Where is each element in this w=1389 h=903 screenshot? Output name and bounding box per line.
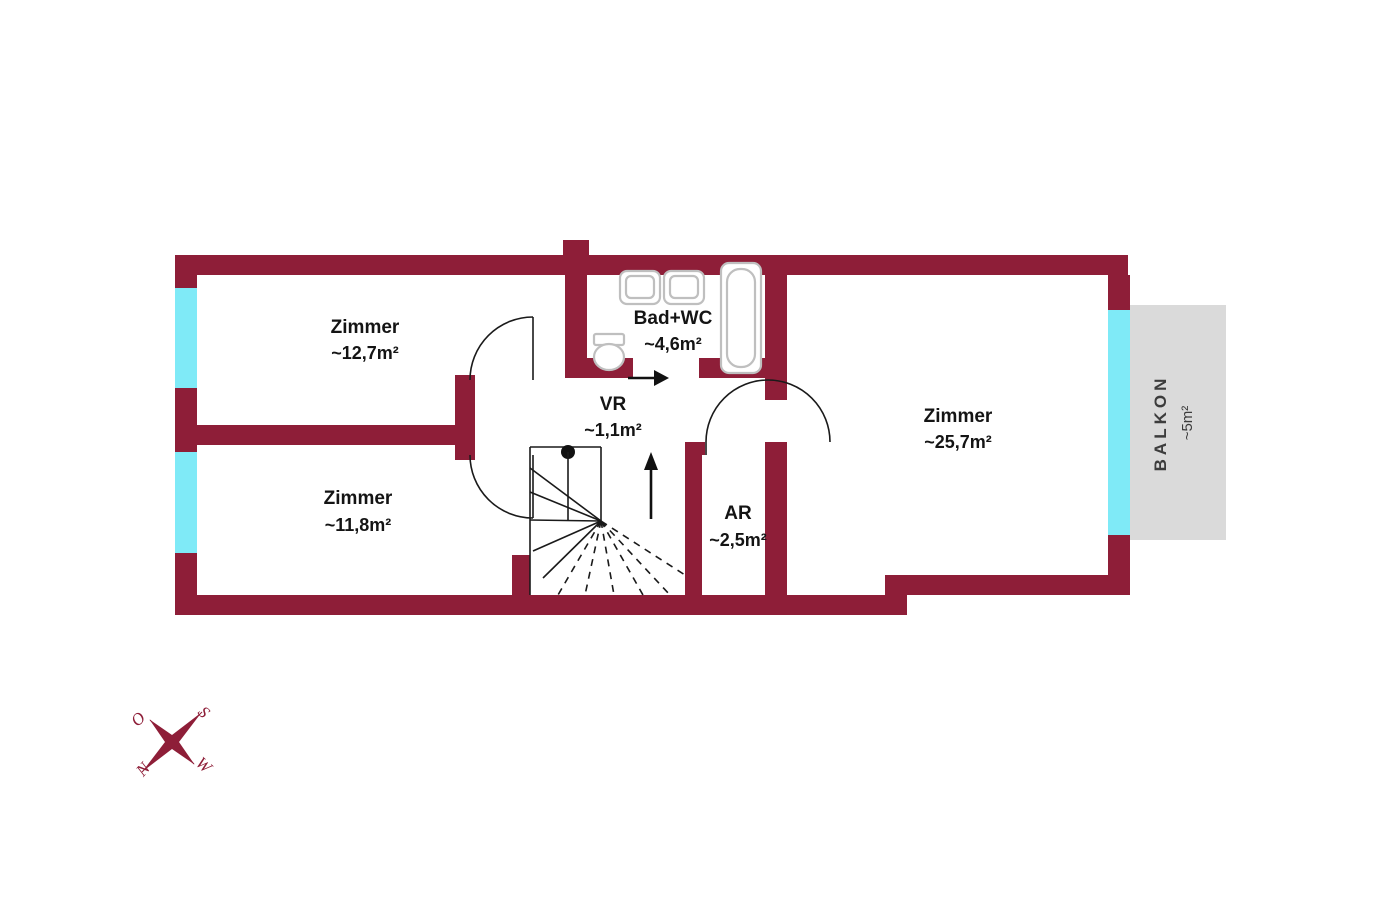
wall-ar-left (685, 455, 702, 595)
room-label-zimmer-1: Zimmer (331, 317, 400, 338)
room-label-vr: VR (600, 394, 627, 415)
room-labels: Zimmer ~12,7m² Zimmer ~11,8m² Bad+WC ~4,… (324, 308, 993, 550)
compass-s: S (194, 702, 214, 722)
wall-left-b (175, 388, 197, 452)
wall-divider-left-rooms (197, 425, 455, 445)
entrance-arrow (628, 370, 669, 386)
bathtub-icon (719, 261, 763, 375)
stair-up-arrow (644, 452, 658, 519)
balcony: BALKON ~5m² (1130, 305, 1226, 540)
compass-star (142, 712, 202, 772)
compass-rose: S O N W (127, 702, 217, 780)
wall-left-a (175, 275, 197, 288)
room-label-zimmer-3: Zimmer (924, 406, 993, 427)
toilet-icon (592, 332, 626, 372)
walls (175, 240, 1130, 615)
window-left-bottom (175, 452, 197, 553)
room-label-zimmer-2: Zimmer (324, 488, 393, 509)
room-area-zimmer-3: ~25,7m² (924, 432, 992, 452)
wall-bottom-right (885, 575, 1130, 595)
bath-fixtures (592, 261, 763, 375)
door-zimmer-118 (469, 454, 534, 519)
room-area-ar: ~2,5m² (709, 530, 767, 550)
wall-bottom-left (175, 595, 907, 615)
room-area-zimmer-2: ~11,8m² (325, 515, 392, 535)
windows (175, 288, 1130, 553)
wall-door-stub (455, 375, 475, 460)
stairs (529, 445, 686, 596)
compass-o: O (127, 708, 149, 730)
wall-stair-stub (512, 555, 530, 595)
wall-bottom-step (885, 575, 907, 615)
room-label-ar: AR (724, 503, 752, 524)
door-zimmer-127 (469, 316, 534, 381)
room-area-zimmer-1: ~12,7m² (331, 343, 399, 363)
wall-top-notch (563, 240, 589, 256)
room-label-bad-wc: Bad+WC (634, 308, 713, 329)
room-area-bad-wc: ~4,6m² (644, 334, 702, 354)
balcony-label: BALKON (1151, 375, 1170, 472)
door-zimmer-257 (705, 379, 831, 455)
wall-bad-right (765, 275, 787, 400)
compass-w: W (192, 753, 217, 778)
window-right-balcony (1108, 310, 1130, 535)
window-left-top (175, 288, 197, 388)
wall-ar-right (765, 442, 787, 595)
balcony-area-label: ~5m² (1179, 406, 1196, 441)
room-area-vr: ~1,1m² (584, 420, 642, 440)
doors (469, 316, 831, 519)
wall-top (175, 255, 1128, 275)
balcony-slab (1130, 305, 1226, 540)
sink-icon (662, 269, 706, 306)
sink-icon (618, 269, 662, 306)
wall-right-b (1108, 535, 1130, 595)
wall-bad-left (565, 255, 587, 378)
wall-ar-top-stub (685, 442, 705, 455)
wall-right-a (1108, 275, 1130, 310)
